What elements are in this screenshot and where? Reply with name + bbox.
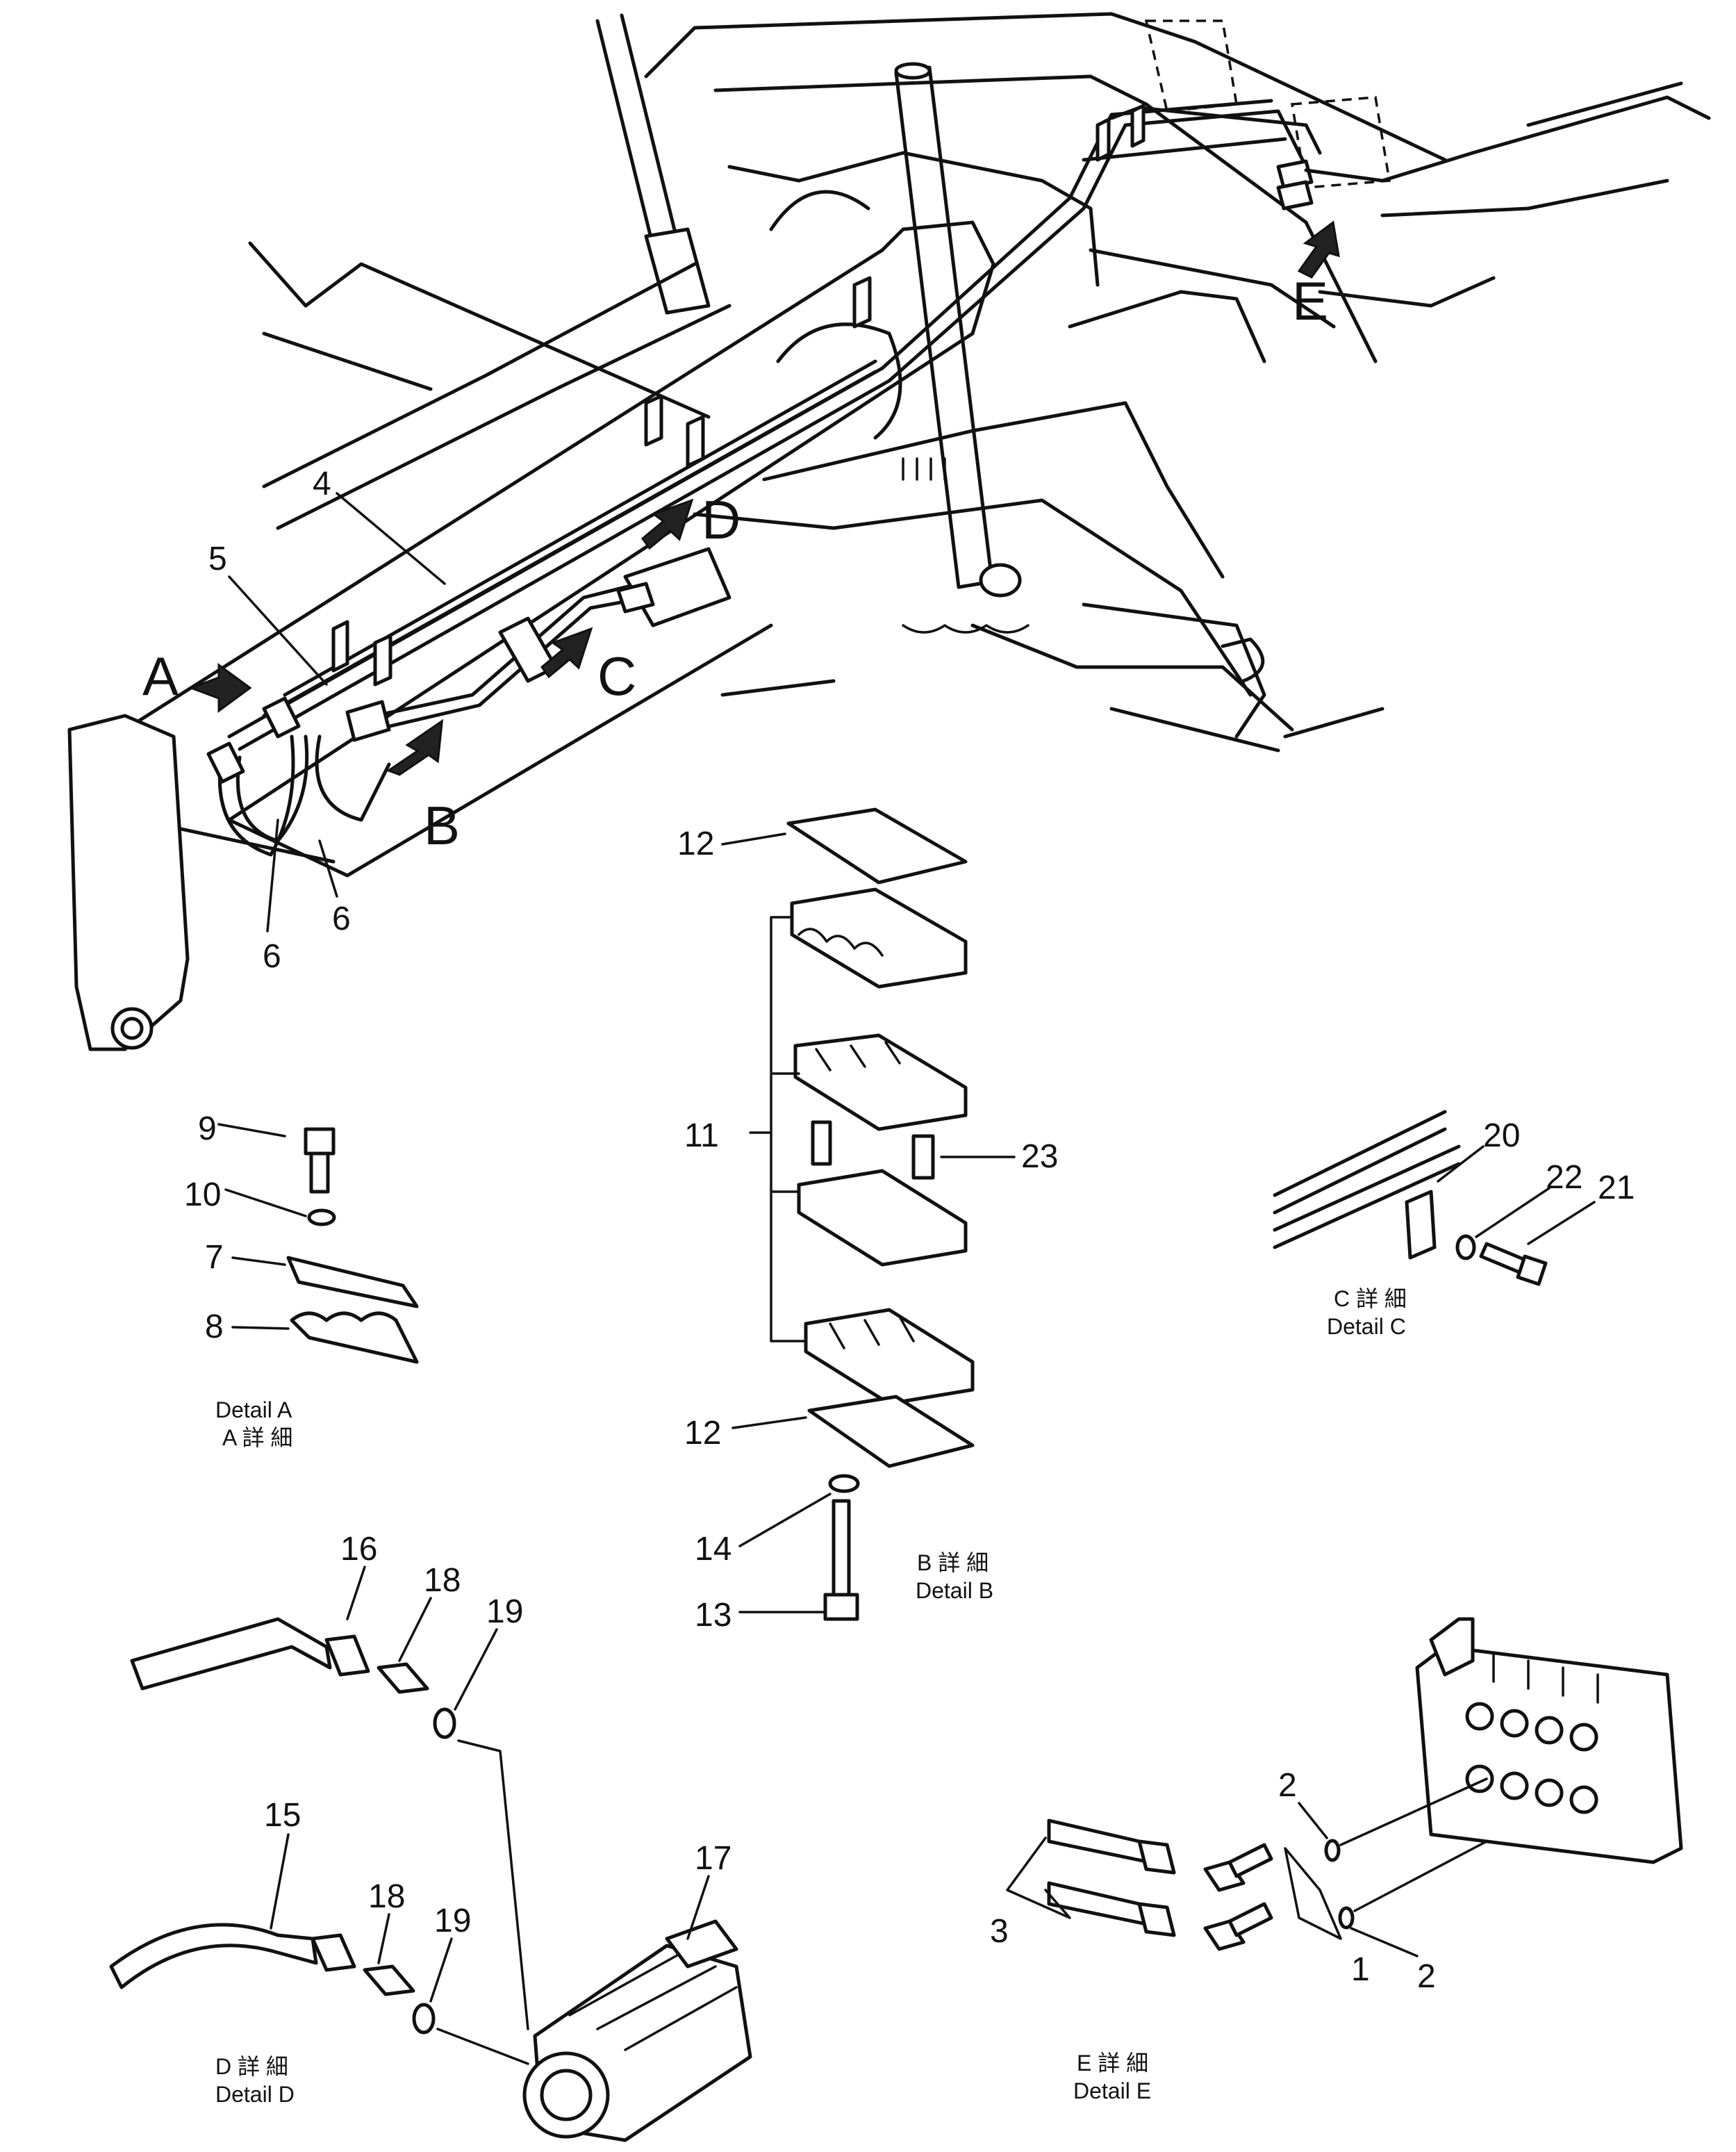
bracket-20 [1405, 1190, 1437, 1260]
callout-12b: 12 [684, 1415, 721, 1452]
callout-6b: 6 [332, 901, 351, 937]
main-assembly: A B C D E 4 5 6 6 [67, 12, 1711, 1051]
bolt-13 [832, 1499, 851, 1597]
bolt-9 [304, 1127, 336, 1156]
clamp-block-3 [797, 1169, 968, 1267]
callout-7: 7 [205, 1239, 224, 1276]
clamp-block-2 [793, 1033, 968, 1131]
detail-a: 9 10 7 8 Detail A A 詳 細 [184, 1110, 419, 1450]
callout-2b: 2 [1417, 1958, 1436, 1995]
detail-d-caption-2: Detail D [215, 2082, 295, 2107]
main-frame [644, 12, 1447, 753]
adapter-18b [363, 1964, 415, 1996]
view-label-b: B [424, 795, 460, 856]
hose-16 [130, 1617, 332, 1691]
clamp-block-1 [790, 887, 968, 989]
detail-c-caption-1: C 詳 細 [1334, 1286, 1407, 1311]
callout-23: 23 [1021, 1138, 1058, 1175]
o-ring-19a [433, 1707, 456, 1739]
washer-10 [307, 1208, 336, 1226]
hose-3a [1047, 1818, 1152, 1864]
clamp-7 [286, 1256, 419, 1308]
view-label-a: A [142, 646, 179, 707]
callout-18a: 18 [424, 1562, 461, 1599]
callout-19b: 19 [434, 1903, 471, 1939]
detail-b-caption-2: Detail B [916, 1578, 993, 1603]
callout-1: 1 [1351, 1951, 1370, 1988]
callout-5: 5 [208, 541, 227, 577]
clamp-block-4 [804, 1308, 975, 1406]
lift-cylinder-right [894, 62, 1022, 598]
callout-10: 10 [184, 1176, 221, 1213]
pipe-run [206, 19, 1711, 857]
view-arrow-e [1297, 220, 1340, 279]
view-label-c: C [597, 646, 636, 707]
detail-d: 16 18 19 15 18 19 17 D 詳 細 Detail D [109, 1531, 752, 2142]
view-label-e: E [1292, 270, 1328, 331]
callout-13: 13 [695, 1597, 731, 1634]
detail-a-caption-2: A 詳 細 [222, 1425, 292, 1450]
adapter-18a [377, 1662, 429, 1694]
detail-b-caption-1: B 詳 細 [917, 1550, 989, 1575]
callout-8: 8 [205, 1308, 224, 1345]
callout-17: 17 [695, 1840, 731, 1877]
o-ring-19b [412, 2003, 436, 2035]
callout-19a: 19 [486, 1593, 523, 1630]
washer-14 [828, 1474, 860, 1493]
detail-e-caption-2: Detail E [1073, 2078, 1151, 2103]
callout-11: 11 [684, 1117, 719, 1154]
callout-9: 9 [198, 1110, 217, 1147]
callout-4: 4 [313, 466, 331, 502]
rail-c [1273, 1110, 1447, 1215]
hose-15 [109, 1923, 318, 1989]
callout-22: 22 [1546, 1159, 1582, 1196]
plate-12-top [786, 807, 968, 885]
control-valve [1415, 1617, 1683, 1864]
plate-12-bottom [807, 1395, 975, 1468]
hydraulic-pump-17 [522, 1919, 752, 2142]
hose-3b [1047, 1881, 1152, 1927]
detail-a-caption-1: Detail A [215, 1397, 292, 1422]
o-ring-2b [1338, 1906, 1355, 1930]
detail-e: 3 1 2 2 E 詳 細 Detail E [990, 1617, 1683, 2103]
clamp-8 [290, 1311, 419, 1364]
view-arrow-c [540, 627, 593, 679]
callout-18b: 18 [368, 1878, 405, 1915]
detail-c: 20 22 21 C 詳 細 Detail C [1273, 1110, 1635, 1339]
front-plate [67, 714, 190, 1051]
view-arrow-a [188, 663, 252, 713]
detail-c-caption-2: Detail C [1327, 1314, 1406, 1339]
collar-23a [811, 1120, 832, 1166]
detail-d-caption-1: D 詳 細 [215, 2054, 288, 2079]
view-arrow-b [386, 718, 444, 776]
view-label-d: D [702, 489, 741, 550]
callout-21: 21 [1598, 1169, 1635, 1206]
callout-6a: 6 [263, 938, 281, 975]
view-arrow-d [640, 498, 694, 550]
callout-20: 20 [1483, 1117, 1520, 1154]
washer-22 [1455, 1234, 1476, 1260]
collar-23b [911, 1134, 935, 1180]
detail-b: 12 23 11 12 14 13 B 詳 細 Detail B [677, 807, 1058, 1634]
nut-15 [311, 1933, 356, 1972]
lift-cylinder-left [595, 13, 711, 315]
nut-16 [324, 1634, 370, 1677]
detail-e-caption-1: E 詳 細 [1077, 2051, 1148, 2076]
callout-2a: 2 [1278, 1767, 1297, 1804]
callout-15: 15 [264, 1797, 301, 1834]
callout-3: 3 [990, 1913, 1009, 1950]
callout-16: 16 [340, 1531, 377, 1568]
callout-12a: 12 [677, 826, 714, 862]
o-ring-2a [1324, 1839, 1341, 1862]
callout-14: 14 [695, 1531, 731, 1568]
